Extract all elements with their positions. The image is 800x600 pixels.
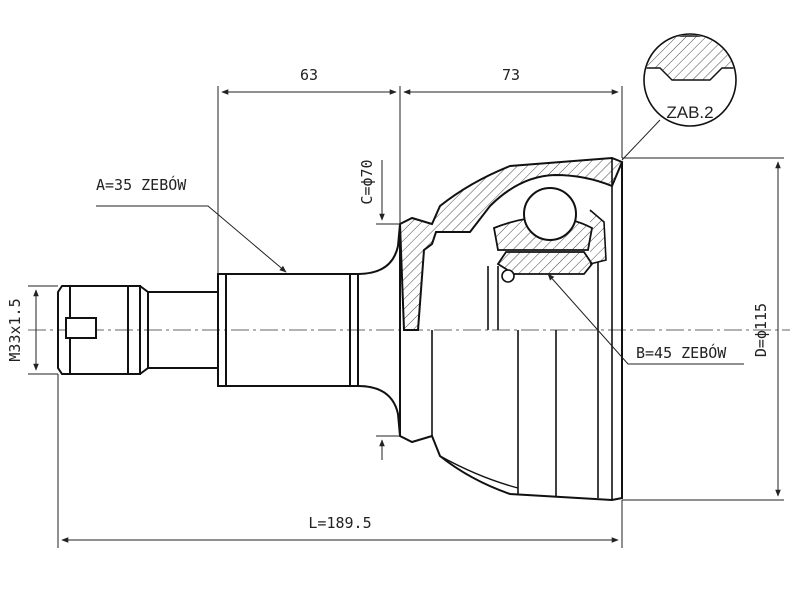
- label-splines-a: A=35 ZEBÓW: [96, 175, 187, 194]
- bell-housing: [398, 156, 624, 502]
- dim-diameter-d: D=ϕ115: [752, 303, 770, 357]
- dim-thread: M33x1.5: [6, 298, 24, 361]
- dimension-lines: [28, 86, 784, 548]
- label-detail: ZAB.2: [666, 103, 713, 122]
- ball: [523, 187, 577, 241]
- dim-total-length: L=189.5: [308, 514, 371, 532]
- dim-73: 73: [502, 66, 520, 84]
- shaft: [57, 223, 401, 437]
- dim-63: 63: [300, 66, 318, 84]
- detail-callout: [643, 33, 737, 127]
- dim-diameter-c: C=ϕ70: [358, 159, 376, 204]
- label-splines-b: B=45 ZEBÓW: [636, 343, 727, 362]
